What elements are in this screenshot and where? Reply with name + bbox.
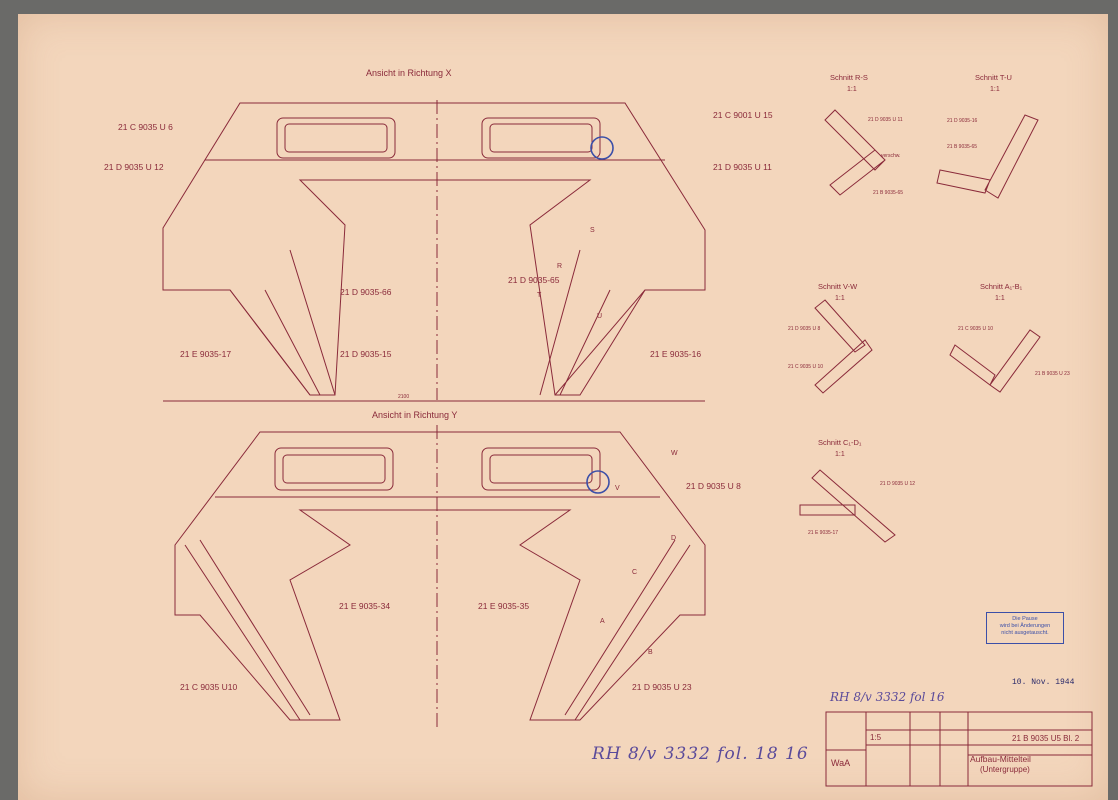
label-a1: A bbox=[600, 618, 605, 625]
section-vw-title: Schnitt V-W bbox=[818, 282, 858, 291]
section-ab-scale: 1:1 bbox=[995, 295, 1005, 302]
label-v: V bbox=[615, 485, 620, 492]
section-rs-label-b: verschw. bbox=[881, 153, 900, 159]
section-vw-scale: 1:1 bbox=[835, 295, 845, 302]
section-cd-scale: 1:1 bbox=[835, 451, 845, 458]
section-tu-title: Schnitt T-U bbox=[975, 73, 1012, 82]
section-rs-label-c: 21 B 9035-65 bbox=[873, 190, 903, 196]
section-vw-shape bbox=[814, 299, 873, 394]
label-d12: 21 D 9035 U 12 bbox=[104, 162, 164, 172]
label-t: T bbox=[537, 292, 542, 299]
section-rs-title: Schnitt R-S bbox=[830, 73, 868, 82]
view-y-window-left bbox=[274, 447, 394, 491]
paper-background bbox=[18, 14, 1108, 800]
label-c15: 21 C 9001 U 15 bbox=[713, 110, 773, 120]
section-cd-shape bbox=[799, 469, 896, 543]
section-ab-shape bbox=[949, 329, 1041, 393]
label-u: U bbox=[597, 313, 602, 320]
view-x-window-left bbox=[276, 117, 396, 159]
view-x-window-left-inner bbox=[284, 123, 388, 153]
view-x-window-right bbox=[481, 117, 601, 159]
label-e34: 21 E 9035-34 bbox=[339, 601, 390, 611]
section-tu-label-b: 21 B 9035-65 bbox=[947, 144, 977, 150]
view-x-left-leg bbox=[229, 249, 336, 396]
label-dimension: 2100 bbox=[398, 394, 409, 400]
archive-reference-bottom: RH 8/v 3332 fol. 18 16 bbox=[592, 744, 809, 764]
section-rs-shape bbox=[824, 109, 886, 196]
label-e16: 21 E 9035-16 bbox=[650, 349, 701, 359]
view-y-left-leg bbox=[184, 539, 311, 721]
label-s: S bbox=[590, 227, 595, 234]
drawing-subtitle: (Untergruppe) bbox=[980, 765, 1030, 774]
view-y-window-right-inner bbox=[489, 454, 593, 484]
view-x-right-leg bbox=[539, 249, 646, 396]
section-cd-label-a: 21 D 9035 U 12 bbox=[880, 481, 915, 487]
view-y-window-left-inner bbox=[282, 454, 386, 484]
stamp-line-3: nicht ausgetauscht. bbox=[1001, 630, 1049, 636]
label-b1: B bbox=[648, 649, 653, 656]
label-r: R bbox=[557, 263, 562, 270]
section-tu-label-a: 21 D 9035-16 bbox=[947, 118, 978, 124]
label-d1: D bbox=[671, 535, 676, 542]
view-x-window-right-inner bbox=[489, 123, 593, 153]
drawing-scale: 1:5 bbox=[870, 733, 882, 742]
section-rs-scale: 1:1 bbox=[847, 86, 857, 93]
revision-stamp: Die Pause wird bei Änderungen nicht ausg… bbox=[986, 612, 1064, 644]
section-ab-title: Schnitt A₁-B₁ bbox=[980, 282, 1023, 291]
drawing-number: 21 B 9035 U5 Bl. 2 bbox=[1012, 734, 1080, 743]
section-ab-label-b: 21 B 9035 U 23 bbox=[1035, 371, 1070, 377]
label-d65: 21 D 9035-65 bbox=[508, 275, 560, 285]
label-c6: 21 C 9035 U 6 bbox=[118, 122, 173, 132]
title-block-frame bbox=[825, 711, 1093, 787]
view-y-right-leg bbox=[564, 539, 691, 721]
waa-mark: WaA bbox=[831, 758, 851, 768]
date-stamp: 10. Nov. 1944 bbox=[1012, 678, 1075, 687]
view-x-outline bbox=[162, 102, 706, 396]
label-e35: 21 E 9035-35 bbox=[478, 601, 529, 611]
archive-reference-top: RH 8/v 3332 fol 16 bbox=[830, 690, 945, 704]
stamp-circle-bottom bbox=[586, 470, 610, 494]
label-d15: 21 D 9035-15 bbox=[340, 349, 392, 359]
section-vw-label-b: 21 C 9035 U 10 bbox=[788, 364, 823, 370]
label-d66: 21 D 9035-66 bbox=[340, 287, 392, 297]
view-y-window-right bbox=[481, 447, 601, 491]
section-vw-label-a: 21 D 9035 U 8 bbox=[788, 326, 820, 332]
section-cd-label-b: 21 E 9035-17 bbox=[808, 530, 838, 536]
stamp-line-1: Die Pause bbox=[1012, 616, 1038, 622]
label-e17: 21 E 9035-17 bbox=[180, 349, 231, 359]
stamp-line-2: wird bei Änderungen bbox=[999, 623, 1051, 629]
label-c1: C bbox=[632, 569, 637, 576]
label-d11: 21 D 9035 U 11 bbox=[713, 162, 772, 172]
label-d23: 21 D 9035 U 23 bbox=[632, 682, 692, 692]
view-x-title: Ansicht in Richtung X bbox=[366, 68, 452, 78]
view-y-outline bbox=[174, 431, 706, 721]
section-tu-scale: 1:1 bbox=[990, 86, 1000, 93]
section-tu-shape bbox=[936, 114, 1039, 199]
drawing-title: Aufbau-Mittelteil bbox=[970, 754, 1031, 764]
stamp-circle-top bbox=[590, 136, 614, 160]
section-rs-label-a: 21 D 9035 U 11 bbox=[868, 117, 903, 123]
label-d8: 21 D 9035 U 8 bbox=[686, 481, 741, 491]
label-w: W bbox=[671, 450, 678, 457]
view-y-title: Ansicht in Richtung Y bbox=[372, 410, 457, 420]
label-c10: 21 C 9035 U10 bbox=[180, 682, 237, 692]
section-cd-title: Schnitt C₁-D₁ bbox=[818, 438, 862, 447]
section-ab-label-a: 21 C 9035 U 10 bbox=[958, 326, 993, 332]
